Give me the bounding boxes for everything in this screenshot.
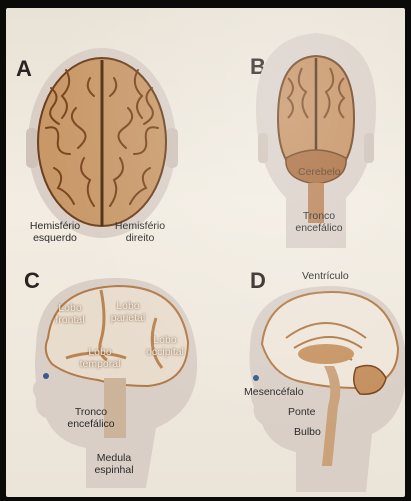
label-mesencefalo: Mesencéfalo xyxy=(244,386,304,398)
label-lobo-temporal: Lobo temporal xyxy=(76,346,124,370)
textbook-photo: A Hemisféri xyxy=(6,8,405,497)
panel-c: C Lobo frontal Lobo parietal Lobo occipi… xyxy=(6,258,206,497)
panel-d: D Ventrículo Mesencéfalo Ponte Bulbo xyxy=(206,258,405,497)
panel-a: A Hemisféri xyxy=(6,8,206,258)
label-lobo-parietal: Lobo parietal xyxy=(106,300,150,324)
brain-sagittal-section-illustration xyxy=(206,258,405,497)
label-cerebelo: Cerebelo xyxy=(298,166,341,178)
label-bulbo: Bulbo xyxy=(294,426,321,438)
label-lobo-occipital: Lobo occipital xyxy=(142,334,188,358)
label-ventriculo: Ventrículo xyxy=(302,270,349,282)
label-hemisferio-direito: Hemisfério direito xyxy=(110,220,170,244)
label-lobo-frontal: Lobo frontal xyxy=(48,302,92,326)
label-hemisferio-esquerdo: Hemisfério esquerdo xyxy=(20,220,90,244)
panel-b: B Cerebelo Tronco encefálico xyxy=(206,8,405,258)
label-ponte: Ponte xyxy=(288,406,315,418)
label-tronco-encefalico-c: Tronco encefálico xyxy=(62,406,120,430)
label-tronco-encefalico-b: Tronco encefálico xyxy=(288,210,350,234)
label-medula-espinhal: Medula espinhal xyxy=(88,452,140,476)
